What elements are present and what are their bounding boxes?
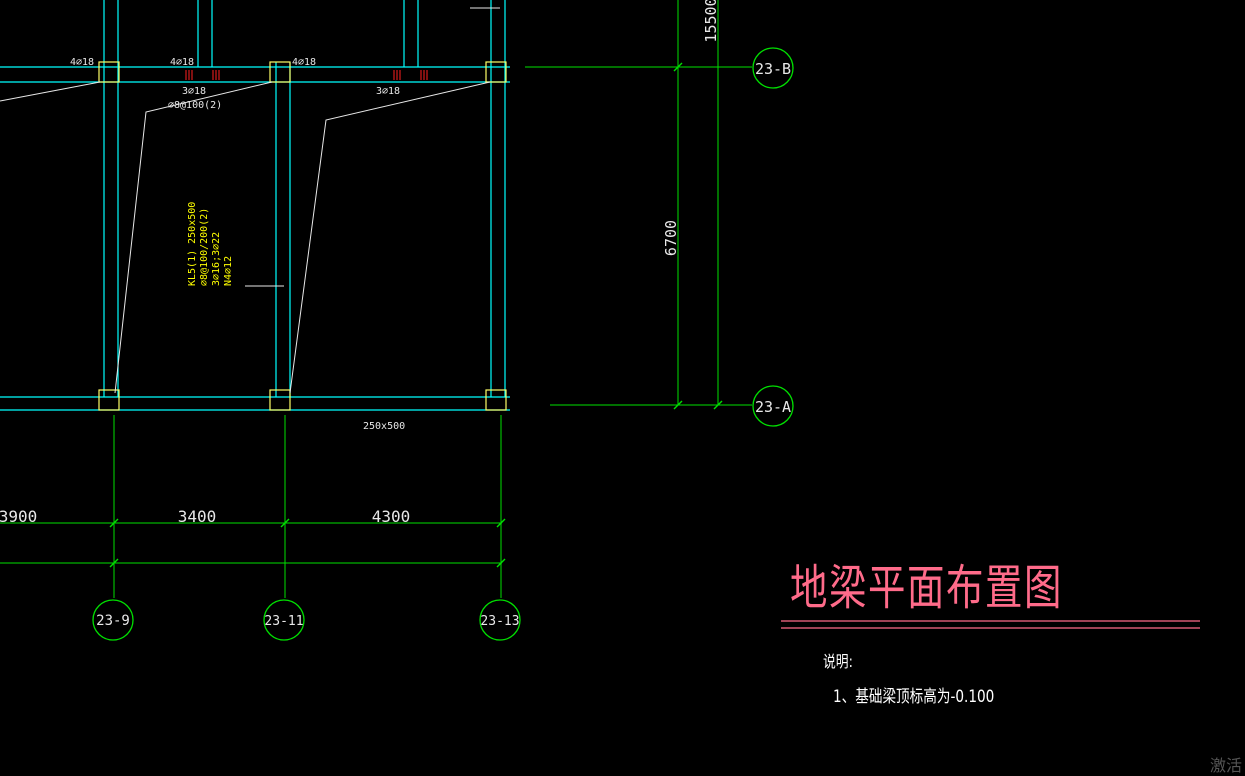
axis-bubble-23-11[interactable]: 23-11 — [263, 599, 305, 641]
kl-line-1: KL5(1) 250x500 — [187, 202, 198, 286]
rebar-label: 4⌀18 — [70, 57, 94, 68]
title-underline — [781, 620, 1200, 629]
axis-label-23-11: 23-11 — [264, 614, 303, 629]
dim-span-mid: 3400 — [178, 507, 217, 526]
kl-line-4: N4⌀12 — [223, 256, 234, 286]
rebar-label: 3⌀18 — [376, 86, 400, 97]
axis-circle — [752, 385, 794, 427]
kl-annotation: KL5(1) 250x500 ⌀8@100/200(2) 3⌀16;3⌀22 N… — [187, 202, 234, 286]
axis-bubble-23-9[interactable]: 23-9 — [92, 599, 134, 641]
column-layer — [98, 61, 507, 411]
axis-bubble-23-a[interactable]: 23-A — [752, 385, 794, 427]
rebar-label: 3⌀18 — [182, 86, 206, 97]
dimension-ticks — [109, 62, 723, 568]
axis-label-23-b: 23-B — [755, 60, 791, 78]
axis-label-23-a: 23-A — [755, 398, 791, 416]
rebar-label: 4⌀18 — [292, 57, 316, 68]
dim-span-right: 4300 — [372, 507, 411, 526]
axis-circle — [263, 599, 305, 641]
axis-bubble-23-13[interactable]: 23-13 — [479, 599, 521, 641]
dim-span-left: 3900 — [0, 507, 37, 526]
axis-bubble-23-b[interactable]: 23-B — [752, 47, 794, 89]
beam-annotations: 4⌀18 4⌀18 4⌀18 3⌀18 ⌀8@100(2) 3⌀18 250x5… — [70, 57, 405, 432]
kl-line-2: ⌀8@100/200(2) — [199, 208, 210, 286]
rebar-ticks — [185, 70, 428, 80]
axis-circle — [92, 599, 134, 641]
dim-vertical-span: 6700 — [662, 220, 680, 256]
stirrup-label: ⌀8@100(2) — [168, 100, 222, 111]
axis-circle — [752, 47, 794, 89]
leader-lines — [0, 7, 500, 394]
axis-label-23-13: 23-13 — [480, 614, 519, 629]
beam-size-label: 250x500 — [363, 421, 405, 432]
kl-line-3: 3⌀16;3⌀22 — [211, 232, 222, 286]
rebar-label: 4⌀18 — [170, 57, 194, 68]
grid-layer — [0, 0, 752, 598]
beam-layer — [0, 0, 510, 411]
axis-circle — [479, 599, 521, 641]
axis-label-23-9: 23-9 — [96, 613, 130, 629]
dim-vertical-total: 15500 — [702, 0, 720, 43]
